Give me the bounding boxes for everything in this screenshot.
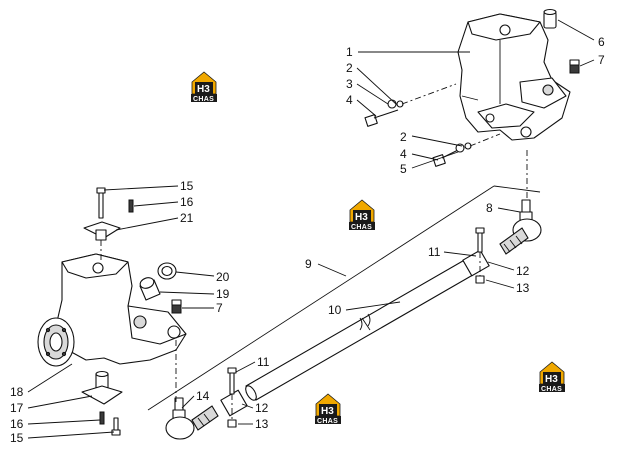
callout-7: 7: [216, 301, 223, 315]
callout-17: 17: [10, 401, 24, 415]
callout-12: 12: [255, 401, 269, 415]
callout-3: 3: [346, 77, 353, 91]
callout-1: 1: [346, 45, 353, 59]
tie-rod-end-left: [165, 397, 219, 440]
tie-rod-end-right: [499, 199, 542, 255]
king-pin-cap-bottom: [81, 370, 123, 436]
callout-21: 21: [180, 211, 194, 225]
nut-lower: [171, 299, 182, 314]
callout-labels: 1 2 3 4 2 4 5 6 7 8 9 10 11 12 13 15 16 …: [10, 35, 605, 445]
callout-16: 16: [10, 417, 24, 431]
brand-logo: H3 CHAS: [538, 361, 566, 393]
logo-top-text: H3: [355, 212, 368, 223]
callout-6: 6: [598, 35, 605, 49]
brand-logo: H3 CHAS: [190, 71, 218, 103]
callout-8: 8: [486, 201, 493, 215]
callout-20: 20: [216, 270, 230, 284]
callout-9: 9: [305, 257, 312, 271]
callout-11: 11: [257, 355, 270, 369]
clamp-left: [220, 367, 248, 428]
callout-19: 19: [216, 287, 230, 301]
left-steering-knuckle: [37, 253, 187, 404]
logo-bottom-text: CHAS: [317, 418, 338, 425]
tie-rod-outline: [147, 150, 541, 411]
brand-logo: H3 CHAS: [314, 393, 342, 425]
callout-16: 16: [180, 195, 194, 209]
callout-2: 2: [400, 130, 407, 144]
callout-12: 12: [516, 264, 530, 278]
callout-7: 7: [598, 53, 605, 67]
callout-15: 15: [10, 431, 24, 445]
logo-bottom-text: CHAS: [193, 96, 214, 103]
callout-2: 2: [346, 61, 353, 75]
logo-top-text: H3: [545, 374, 558, 385]
logo-top-text: H3: [197, 84, 210, 95]
right-steering-knuckle: [457, 13, 571, 141]
callout-4: 4: [346, 93, 353, 107]
callout-4: 4: [400, 147, 407, 161]
callout-14: 14: [196, 389, 210, 403]
logo-bottom-text: CHAS: [541, 386, 562, 393]
callout-18: 18: [10, 385, 24, 399]
callout-13: 13: [516, 281, 530, 295]
seal-ring: [157, 262, 177, 280]
bolt-upper: [364, 83, 457, 127]
bolt-lower: [432, 133, 501, 167]
callout-11: 11: [428, 245, 441, 259]
callout-13: 13: [255, 417, 269, 431]
king-pin-cap-top: [83, 187, 134, 262]
bushing-top: [543, 8, 557, 29]
brand-logo: H3 CHAS: [348, 199, 376, 231]
tie-rod-tube: [245, 257, 479, 401]
callout-5: 5: [400, 162, 407, 176]
logo-bottom-text: CHAS: [351, 224, 372, 231]
bushing-king-pin: [139, 277, 161, 301]
callout-10: 10: [328, 303, 342, 317]
nut-top: [569, 59, 580, 74]
callout-15: 15: [180, 179, 194, 193]
logo-top-text: H3: [321, 406, 334, 417]
leader-lines: [27, 19, 595, 439]
